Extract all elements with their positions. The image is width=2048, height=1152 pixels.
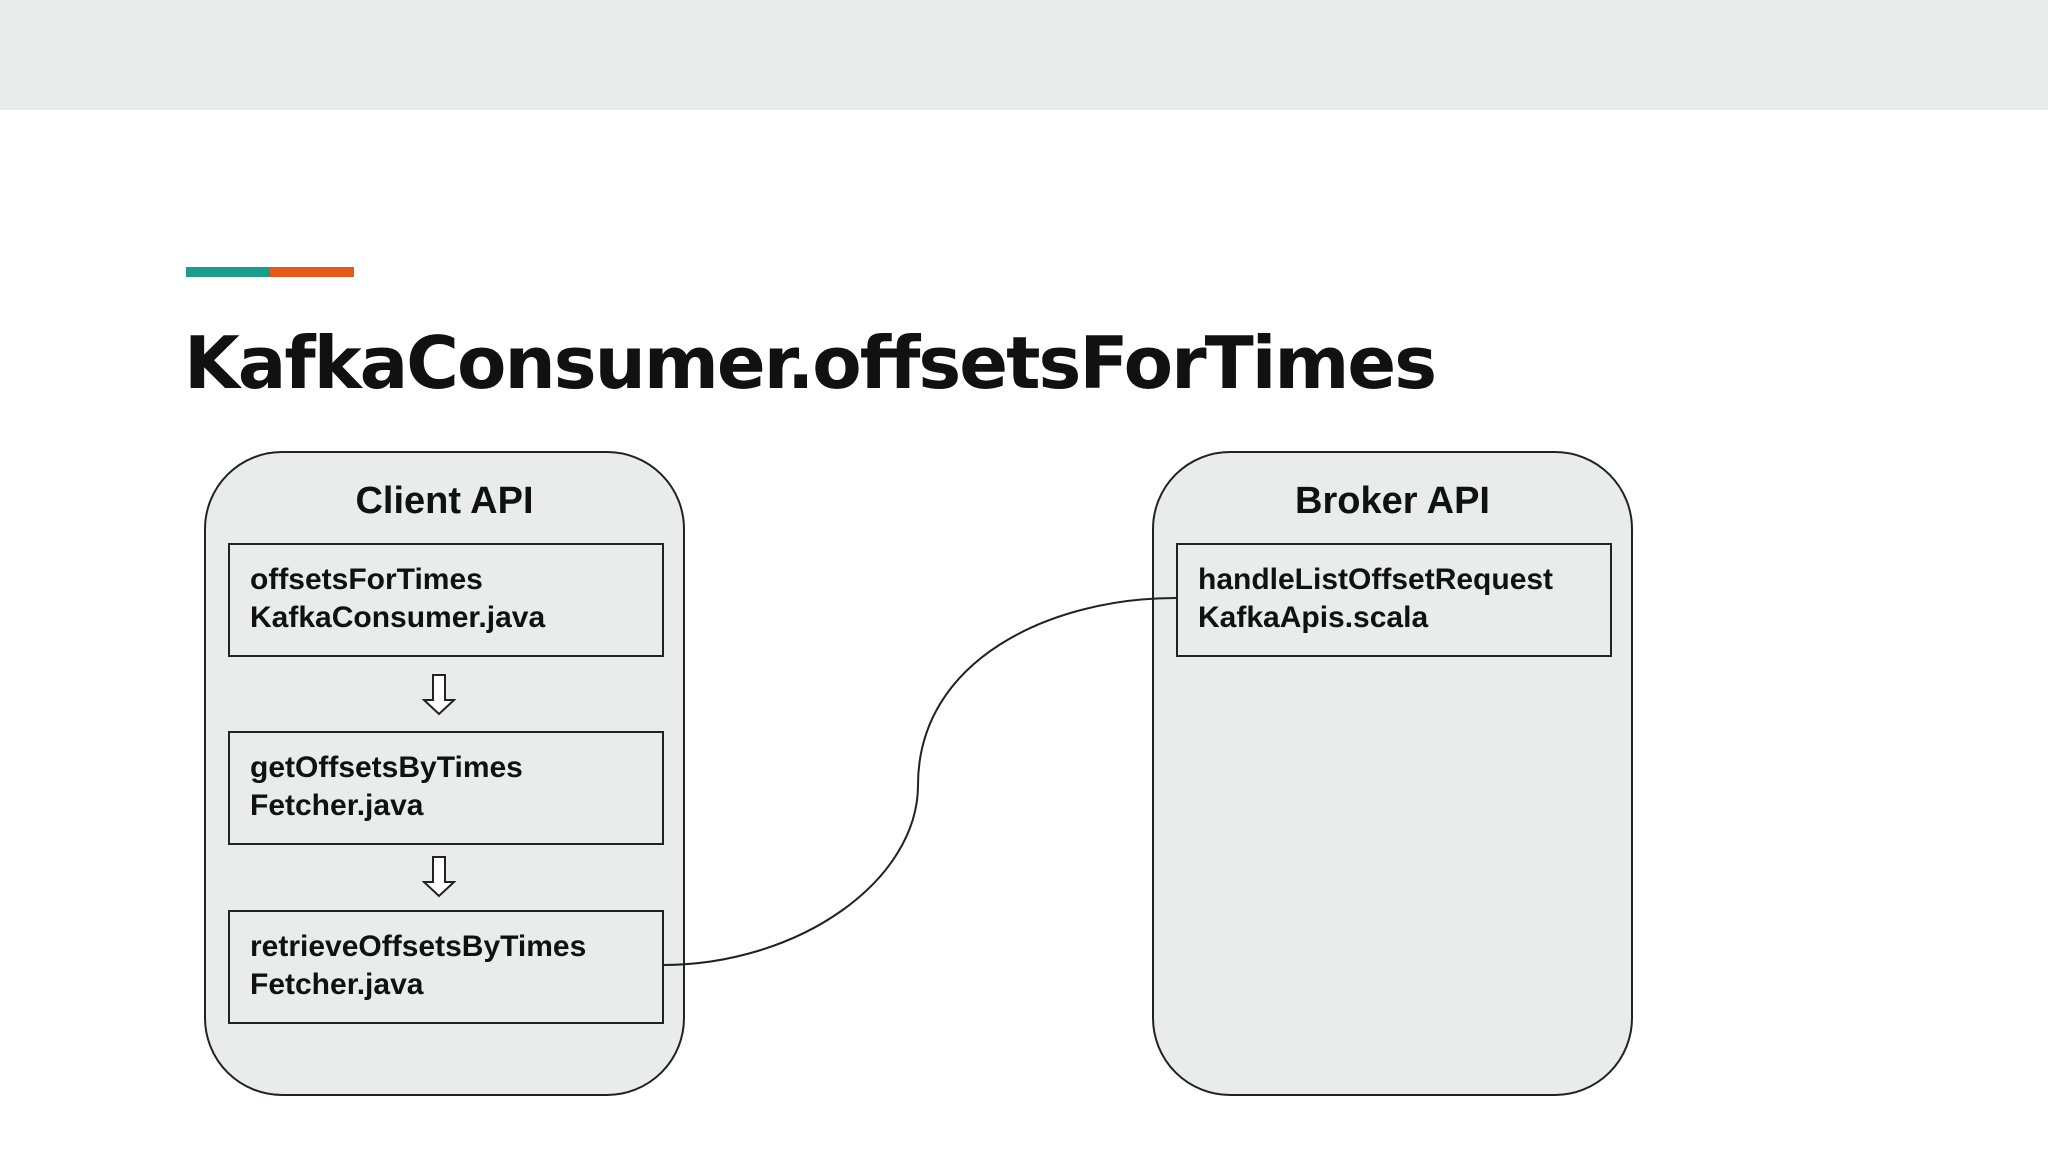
retrieve-offsets-by-times-box: retrieveOffsetsByTimes Fetcher.java (228, 910, 664, 1024)
accent-bar-teal (186, 267, 270, 277)
offsets-for-times-box: offsetsForTimes KafkaConsumer.java (228, 543, 664, 657)
accent-bar-orange (270, 267, 354, 277)
file-name: KafkaApis.scala (1198, 601, 1429, 634)
client-api-title: Client API (355, 480, 534, 522)
method-name: getOffsetsByTimes (250, 751, 523, 784)
file-name: KafkaConsumer.java (250, 601, 546, 634)
slide-title: KafkaConsumer.offsetsForTimes (184, 321, 1437, 405)
method-name: handleListOffsetRequest (1198, 563, 1554, 596)
down-arrow-icon (422, 674, 456, 716)
handle-list-offset-request-box: handleListOffsetRequest KafkaApis.scala (1176, 543, 1612, 657)
down-arrow-icon (422, 856, 456, 898)
file-name: Fetcher.java (250, 789, 424, 822)
get-offsets-by-times-box: getOffsetsByTimes Fetcher.java (228, 731, 664, 845)
client-api-panel: Client API offsetsForTimes KafkaConsumer… (204, 451, 685, 1096)
file-name: Fetcher.java (250, 968, 424, 1001)
broker-api-title: Broker API (1295, 480, 1490, 522)
header-band (0, 0, 2048, 110)
method-name: offsetsForTimes (250, 563, 483, 596)
broker-api-panel: Broker API handleListOffsetRequest Kafka… (1152, 451, 1633, 1096)
method-name: retrieveOffsetsByTimes (250, 930, 587, 963)
